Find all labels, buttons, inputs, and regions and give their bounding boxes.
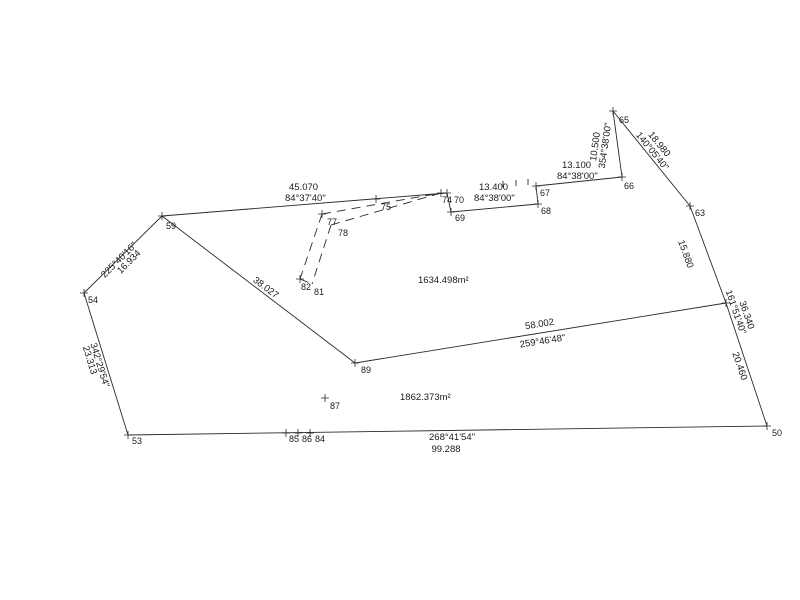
dim-66-65-distance: 10.500 [588, 131, 603, 161]
dim-59-74-bearing: 84°37'40" [285, 193, 326, 204]
dim-67-66-bearing: 84°38'00" [557, 171, 598, 182]
dim-50-53-bearing: 268°41'54" [429, 432, 475, 443]
point-label-87: 87 [330, 401, 340, 411]
point-label-68: 68 [541, 206, 551, 216]
line-89-ref [354, 302, 727, 364]
point-marks [80, 107, 771, 439]
dim-89-ref-distance: 58.002 [524, 317, 554, 332]
point-labels: 53 54 59 74 70 69 68 67 66 65 63 50 89 7… [88, 115, 782, 446]
point-label-81: 81 [314, 287, 324, 297]
cross-63 [686, 202, 694, 210]
cross-65 [609, 107, 617, 115]
cross-85 [282, 429, 290, 437]
cross-70 [443, 189, 451, 197]
point-label-59: 59 [166, 221, 176, 231]
cross-66 [618, 173, 626, 181]
area-upper: 1634.498m² [418, 275, 469, 286]
dash-77-74 [321, 192, 442, 215]
fence-marks [502, 179, 529, 187]
point-label-70: 70 [454, 195, 464, 205]
dim-67-66-distance: 13.100 [562, 160, 591, 171]
dim-69-68-bearing: 84°38'00" [474, 193, 515, 204]
point-label-74: 74 [442, 195, 452, 205]
point-label-84: 84 [315, 434, 325, 444]
line-59-74 [161, 192, 448, 217]
dim-59-74-distance: 45.070 [289, 182, 318, 193]
cross-68 [534, 200, 542, 208]
line-74-69 [446, 192, 452, 213]
cross-75 [372, 195, 380, 203]
dim-50-53-distance: 99.288 [431, 444, 460, 455]
cross-ref [722, 299, 730, 307]
point-label-65: 65 [619, 115, 629, 125]
dim-69-68-distance: 13.400 [479, 182, 508, 193]
cross-69 [447, 208, 455, 216]
line-67-66 [535, 176, 623, 187]
cross-82 [296, 275, 304, 283]
line-59-89 [161, 215, 356, 364]
point-label-63: 63 [695, 208, 705, 218]
point-label-54: 54 [88, 295, 98, 305]
dim-59-89-distance: 38.027 [251, 275, 281, 301]
point-label-77: 77 [327, 217, 337, 227]
line-53-54 [83, 292, 129, 436]
point-label-67: 67 [540, 188, 550, 198]
cross-50 [763, 422, 771, 430]
cross-53 [124, 431, 132, 439]
line-66-65 [612, 110, 623, 178]
dash-82-81 [299, 278, 313, 285]
point-label-89: 89 [361, 365, 371, 375]
cross-86 [294, 429, 302, 437]
cross-87 [321, 394, 329, 402]
line-69-68 [450, 203, 539, 213]
cross-67 [532, 182, 540, 190]
area-labels: 1634.498m² 1862.373m² [400, 275, 469, 403]
cross-54 [80, 289, 88, 297]
point-label-86: 86 [302, 434, 312, 444]
point-label-53: 53 [132, 436, 142, 446]
point-label-85: 85 [289, 434, 299, 444]
dashed-structure [299, 192, 442, 285]
dash-78-74 [330, 192, 442, 226]
point-label-78: 78 [338, 228, 348, 238]
point-label-82: 82 [301, 282, 311, 292]
point-label-75: 75 [381, 202, 391, 212]
dim-63-ref-distance: 15.880 [675, 239, 695, 270]
cross-84 [306, 429, 314, 437]
dimension-labels: 45.070 84°37'40" 13.400 84°38'00" 13.100… [80, 122, 756, 455]
area-lower: 1862.373m² [400, 392, 451, 403]
dim-ref-50-distance: 20.460 [729, 351, 749, 382]
line-ref-50 [725, 302, 768, 427]
cross-89 [351, 359, 359, 367]
point-label-69: 69 [455, 213, 465, 223]
dash-77-82 [299, 213, 323, 280]
line-54-59 [83, 215, 163, 294]
line-63-ref [689, 205, 727, 304]
line-65-63 [612, 110, 691, 207]
line-50-53 [127, 425, 768, 436]
cross-59 [158, 212, 166, 220]
cross-77 [318, 210, 326, 218]
point-label-66: 66 [624, 181, 634, 191]
dash-78-81 [311, 224, 332, 285]
point-label-50: 50 [772, 428, 782, 438]
